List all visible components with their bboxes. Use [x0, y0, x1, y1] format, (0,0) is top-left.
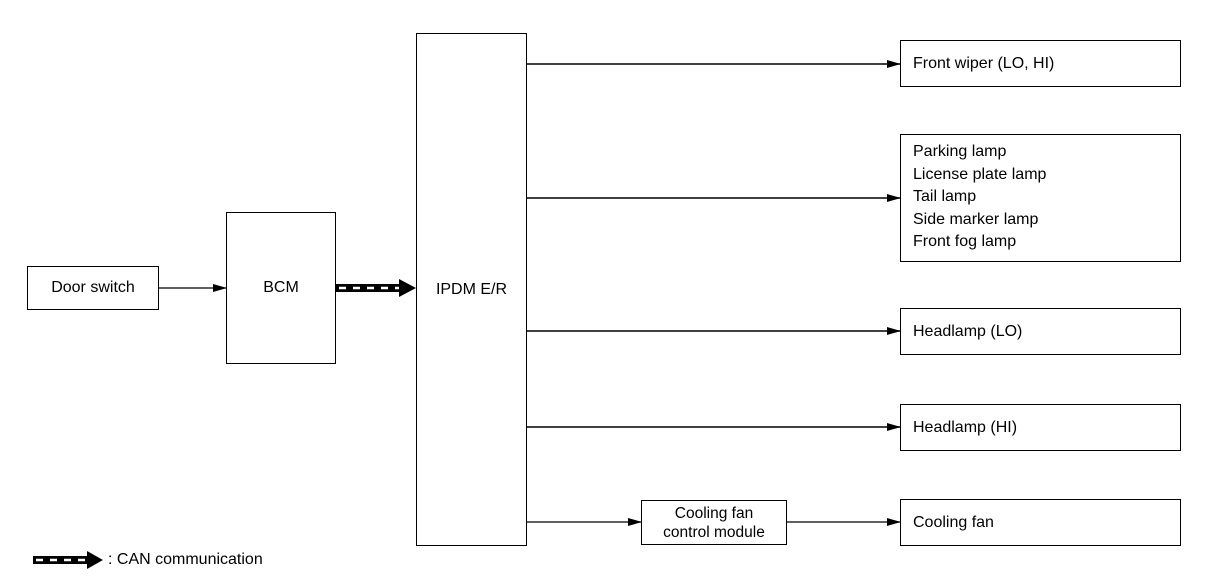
cooling-fan-control-module-box: Cooling fan control module	[641, 500, 787, 545]
lamp-item-license-plate: License plate lamp	[913, 165, 1047, 183]
cooling-fan-box: Cooling fan	[900, 499, 1181, 546]
legend-can-label: : CAN communication	[108, 551, 263, 568]
headlamp-lo-box: Headlamp (LO)	[900, 308, 1181, 355]
headlamp-hi-label: Headlamp (HI)	[913, 418, 1018, 436]
headlamp-lo-label: Headlamp (LO)	[913, 322, 1023, 340]
lamp-item-tail: Tail lamp	[913, 188, 977, 205]
bcm-box: BCM	[226, 212, 336, 364]
door-switch-label: Door switch	[51, 279, 135, 296]
front-wiper-box: Front wiper (LO, HI)	[900, 40, 1181, 87]
cooling-fan-module-label-line2: control module	[663, 523, 765, 541]
can-communication-arrow	[335, 279, 416, 297]
ipdm-er-box: IPDM E/R	[416, 33, 527, 546]
front-wiper-label: Front wiper (LO, HI)	[913, 54, 1055, 72]
ipdm-er-label: IPDM E/R	[435, 280, 508, 298]
headlamp-hi-box: Headlamp (HI)	[900, 404, 1181, 451]
door-switch-box: Door switch	[27, 266, 159, 310]
lamps-box: Parking lamp License plate lamp Tail lam…	[900, 134, 1181, 262]
lamp-item-parking: Parking lamp	[913, 143, 1007, 160]
legend-can-symbol	[33, 551, 103, 569]
cooling-fan-module-label-line1: Cooling fan	[674, 504, 754, 522]
lamp-item-side-marker: Side marker lamp	[913, 210, 1039, 228]
cooling-fan-label: Cooling fan	[913, 513, 994, 531]
bcm-label: BCM	[263, 279, 299, 296]
lamp-item-front-fog: Front fog lamp	[913, 233, 1017, 250]
